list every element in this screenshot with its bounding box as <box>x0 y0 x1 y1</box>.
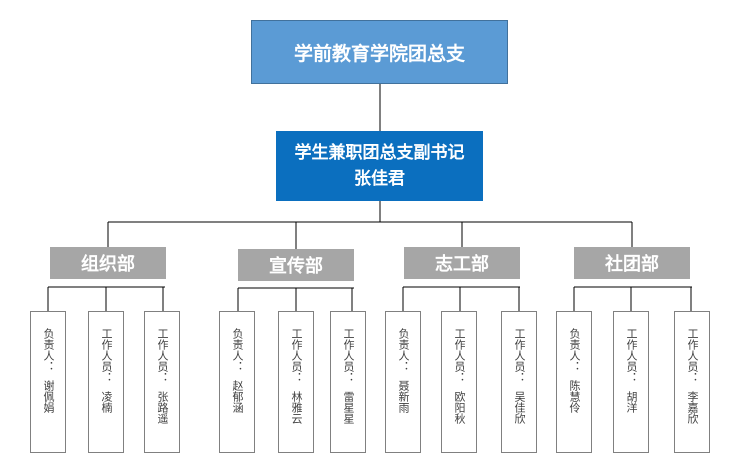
member-role: 负责人： <box>568 328 581 372</box>
member-card: 工作人员： 雷星星 <box>330 311 366 453</box>
member-card: 工作人员： 李嘉欣 <box>674 311 710 453</box>
member-card: 工作人员： 林雅云 <box>278 311 314 453</box>
member-role: 工作人员： <box>156 328 169 383</box>
member-name: 李嘉欣 <box>686 391 699 424</box>
member-card: 工作人员： 吴佳欣 <box>501 311 537 453</box>
member-role: 工作人员： <box>625 328 638 383</box>
member-role: 负责人： <box>397 328 410 372</box>
member-card: 工作人员： 胡洋 <box>613 311 649 453</box>
member-name: 张路遥 <box>156 391 169 424</box>
member-role: 负责人： <box>231 328 244 372</box>
root-title: 学前教育学院团总支 <box>293 42 465 65</box>
member-card: 工作人员： 凌楠 <box>88 311 124 453</box>
department-organization: 组织部 <box>50 247 166 279</box>
member-name: 陈慧伶 <box>568 380 581 413</box>
member-name: 林雅云 <box>290 391 303 424</box>
member-card: 负责人： 谢佩娟 <box>30 311 66 453</box>
department-label: 社团部 <box>605 254 659 275</box>
member-card: 负责人： 赵郁涵 <box>219 311 255 453</box>
member-card: 工作人员： 张路遥 <box>144 311 180 453</box>
member-name: 凌楠 <box>100 391 113 413</box>
department-publicity: 宣传部 <box>238 249 354 281</box>
member-role: 负责人： <box>42 328 55 372</box>
member-role: 工作人员： <box>686 328 699 383</box>
department-club: 社团部 <box>574 247 690 279</box>
member-card: 负责人： 聂新雨 <box>385 311 421 453</box>
member-name: 谢佩娟 <box>42 380 55 413</box>
member-name: 吴佳欣 <box>513 391 526 424</box>
department-label: 组织部 <box>81 254 135 275</box>
member-name: 欧阳秋 <box>453 391 466 424</box>
department-label: 志工部 <box>435 254 489 275</box>
member-name: 胡洋 <box>625 391 638 413</box>
member-role: 工作人员： <box>342 328 355 383</box>
member-role: 工作人员： <box>453 328 466 383</box>
secretary-title: 学生兼职团总支副书记 <box>294 143 465 163</box>
member-name: 雷星星 <box>342 391 355 424</box>
member-role: 工作人员： <box>100 328 113 383</box>
department-label: 宣传部 <box>269 256 323 277</box>
member-card: 工作人员： 欧阳秋 <box>441 311 477 453</box>
member-name: 赵郁涵 <box>231 380 244 413</box>
department-volunteer: 志工部 <box>404 247 520 279</box>
member-role: 工作人员： <box>290 328 303 383</box>
root-node: 学前教育学院团总支 <box>251 20 508 84</box>
secretary-name: 张佳君 <box>354 169 405 189</box>
member-role: 工作人员： <box>513 328 526 383</box>
member-name: 聂新雨 <box>397 380 410 413</box>
member-card: 负责人： 陈慧伶 <box>556 311 592 453</box>
secretary-node: 学生兼职团总支副书记 张佳君 <box>276 131 483 201</box>
